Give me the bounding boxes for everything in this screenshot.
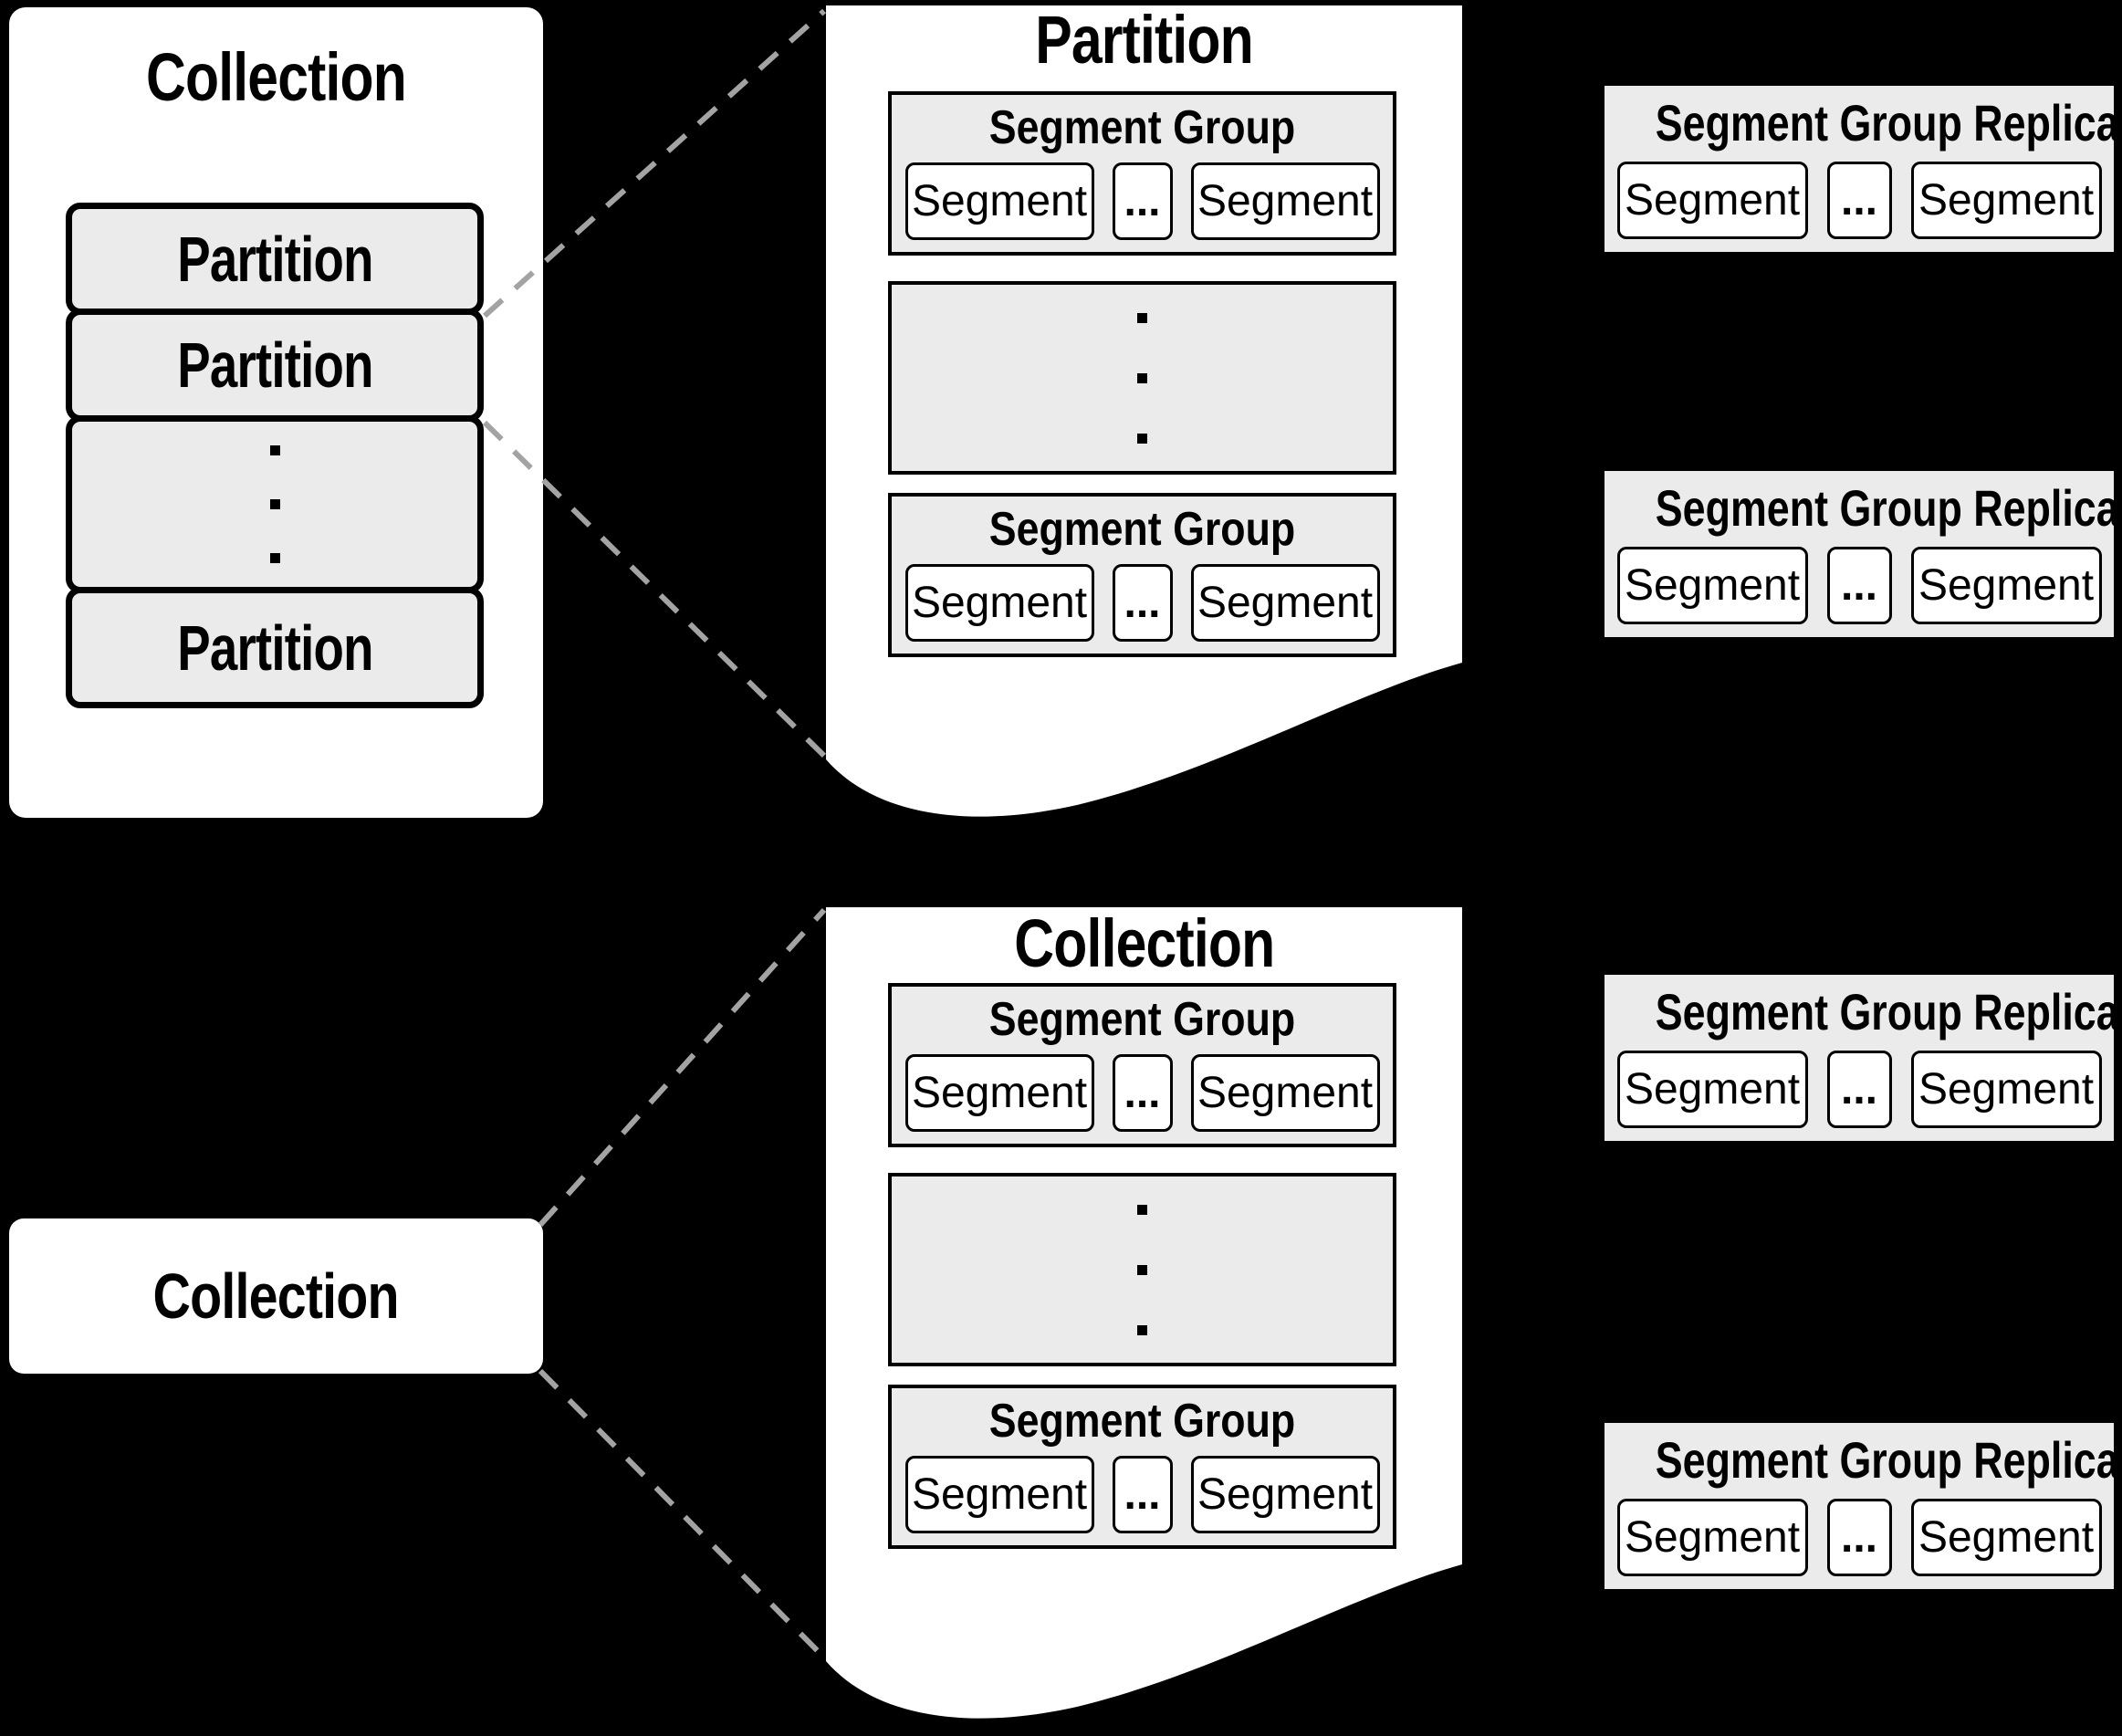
segment-group-replica-box: Segment Group Replica Segment ... Segmen… — [1601, 467, 2119, 641]
segment-ellipsis-box: ... — [1112, 162, 1173, 240]
segment-row: Segment ... Segment — [892, 1456, 1393, 1533]
segment-group-title: Segment Group — [988, 503, 1296, 556]
segment-box: Segment — [1190, 564, 1380, 642]
partition-ellipsis-box — [66, 415, 484, 593]
segment-box: Segment — [1910, 1051, 2102, 1128]
segment-box: Segment — [904, 162, 1094, 240]
segment-row: Segment ... Segment — [1605, 162, 2114, 239]
segment-row: Segment ... Segment — [892, 564, 1393, 642]
segment-box: Segment — [904, 1054, 1094, 1132]
segment-row: Segment ... Segment — [1605, 1051, 2114, 1128]
segment-ellipsis-box: ... — [1112, 1456, 1173, 1533]
partition-box: Partition — [66, 203, 484, 315]
vertical-ellipsis-icon — [72, 422, 477, 587]
segment-group-title: Segment Group — [988, 993, 1296, 1046]
segment-group-replica-title: Segment Group Replica — [1655, 94, 2119, 152]
segment-row: Segment ... Segment — [1605, 1499, 2114, 1576]
segment-ellipsis-box: ... — [1826, 162, 1892, 239]
partition-label: Partition — [176, 612, 373, 684]
segment-box: Segment — [1910, 1499, 2102, 1576]
segment-ellipsis-box: ... — [1112, 564, 1173, 642]
segment-group-replica-box: Segment Group Replica Segment ... Segmen… — [1601, 971, 2119, 1145]
segment-group-ellipsis-box — [888, 1173, 1396, 1366]
partition-box: Partition — [66, 309, 484, 422]
segment-box: Segment — [1616, 1499, 1808, 1576]
segment-group-box: Segment Group Segment ... Segment — [888, 983, 1396, 1147]
partition-detail-title: Partition — [1035, 1, 1254, 78]
collection-detail-title: Collection — [1013, 905, 1275, 981]
segment-box: Segment — [1616, 547, 1808, 624]
collection-box: Collection — [9, 1218, 543, 1374]
segment-box: Segment — [1190, 1054, 1380, 1132]
segment-box: Segment — [904, 564, 1094, 642]
segment-row: Segment ... Segment — [892, 1054, 1393, 1132]
segment-group-replica-title: Segment Group Replica — [1655, 479, 2119, 537]
segment-group-title: Segment Group — [988, 1395, 1296, 1448]
segment-row: Segment ... Segment — [1605, 547, 2114, 624]
segment-group-ellipsis-box — [888, 281, 1396, 475]
segment-group-replica-box: Segment Group Replica Segment ... Segmen… — [1601, 1419, 2119, 1593]
segment-box: Segment — [1616, 1051, 1808, 1128]
segment-box: Segment — [904, 1456, 1094, 1533]
partition-label: Partition — [176, 223, 373, 295]
vertical-ellipsis-icon — [892, 285, 1393, 471]
segment-group-box: Segment Group Segment ... Segment — [888, 91, 1396, 256]
segment-group-title: Segment Group — [988, 101, 1296, 154]
collection-box-title: Collection — [152, 1260, 400, 1332]
segment-group-replica-title: Segment Group Replica — [1655, 1431, 2119, 1489]
segment-box: Segment — [1190, 1456, 1380, 1533]
segment-group-replica-title: Segment Group Replica — [1655, 983, 2119, 1041]
partition-box: Partition — [66, 587, 484, 708]
segment-box: Segment — [1616, 162, 1808, 239]
collection-panel: Collection Partition Partition Partition — [9, 7, 543, 818]
segment-box: Segment — [1910, 162, 2102, 239]
segment-box: Segment — [1190, 162, 1380, 240]
segment-box: Segment — [1910, 547, 2102, 624]
segment-ellipsis-box: ... — [1826, 1051, 1892, 1128]
vertical-ellipsis-icon — [892, 1177, 1393, 1363]
collection-panel-title: Collection — [145, 39, 407, 115]
segment-group-replica-box: Segment Group Replica Segment ... Segmen… — [1601, 82, 2119, 256]
segment-ellipsis-box: ... — [1112, 1054, 1173, 1132]
segment-ellipsis-box: ... — [1826, 547, 1892, 624]
segment-group-box: Segment Group Segment ... Segment — [888, 1385, 1396, 1549]
segment-group-box: Segment Group Segment ... Segment — [888, 493, 1396, 657]
partition-label: Partition — [176, 329, 373, 401]
segment-row: Segment ... Segment — [892, 162, 1393, 240]
segment-ellipsis-box: ... — [1826, 1499, 1892, 1576]
